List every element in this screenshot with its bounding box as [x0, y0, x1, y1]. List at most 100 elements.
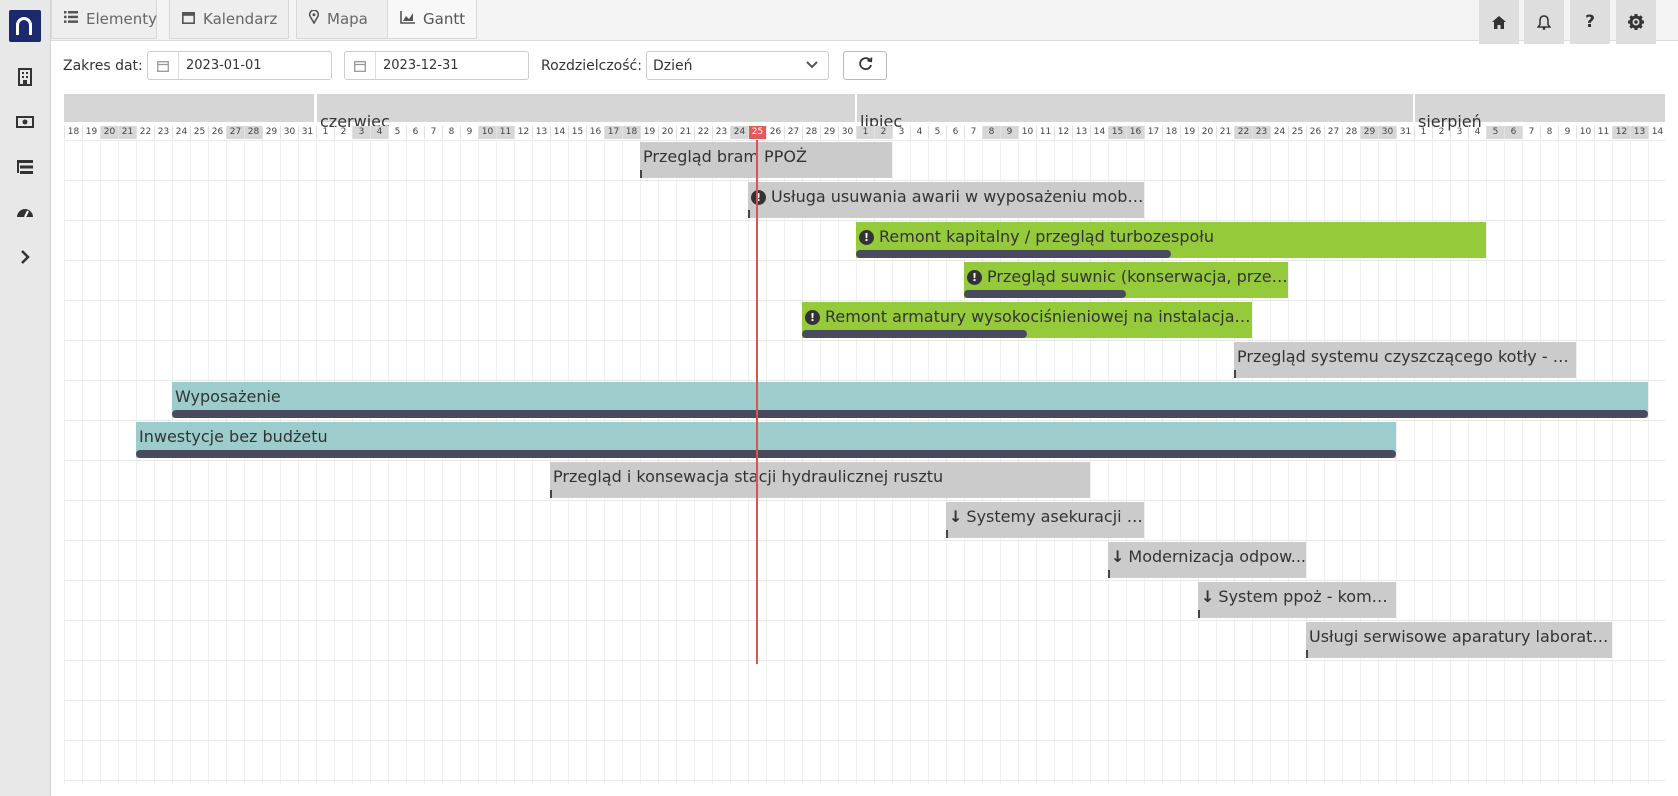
arrow-down-icon: ↓: [949, 507, 963, 526]
bell-icon[interactable]: [1524, 0, 1564, 44]
gantt-task-bar[interactable]: !Remont kapitalny / przegląd turbozespoł…: [856, 222, 1486, 258]
gantt-task-bar[interactable]: Inwestycje bez budżetu: [136, 422, 1396, 458]
tab-mapa[interactable]: Mapa: [296, 0, 388, 39]
help-icon[interactable]: ?: [1570, 0, 1610, 44]
day-cell: 9: [1000, 126, 1018, 139]
expand-chevron-icon[interactable]: [0, 237, 50, 277]
day-cell: 13: [1630, 126, 1648, 139]
grid-line: [1216, 140, 1217, 784]
day-cell: 30: [1378, 126, 1396, 139]
gantt-task-bar[interactable]: !Przegląd suwnic (konserwacja, przegląd.…: [964, 262, 1288, 298]
top-navigation: Elementy Kalendarz Mapa Gantt ?: [51, 0, 1678, 44]
tab-elementy[interactable]: Elementy: [51, 0, 157, 39]
day-cell: 6: [406, 126, 424, 139]
grid-line: [1504, 140, 1505, 784]
task-label: Remont armatury wysokociśnieniowej na in…: [825, 307, 1252, 326]
row-line: [64, 500, 1665, 501]
date-to-input[interactable]: [376, 57, 525, 74]
day-cell: 22: [136, 126, 154, 139]
gantt-task-bar[interactable]: !Remont armatury wysokociśnieniowej na i…: [802, 302, 1252, 338]
day-cell: 1: [856, 126, 874, 139]
day-cell: 11: [1036, 126, 1054, 139]
row-line: [64, 380, 1665, 381]
grid-line: [1360, 140, 1361, 784]
dashboard-gauge-icon[interactable]: [0, 192, 50, 232]
refresh-button[interactable]: [843, 51, 887, 80]
task-label: Remont kapitalny / przegląd turbozespołu: [879, 227, 1214, 246]
day-cell: 20: [100, 126, 118, 139]
day-cell: 12: [1612, 126, 1630, 139]
progress-bar: [856, 250, 1171, 258]
date-from-input[interactable]: [179, 57, 328, 74]
day-cell: 8: [1540, 126, 1558, 139]
day-cell: 27: [1324, 126, 1342, 139]
date-to-field[interactable]: [344, 51, 529, 80]
tab-kalendarz[interactable]: Kalendarz: [169, 0, 289, 39]
home-icon[interactable]: [1479, 0, 1519, 44]
task-label: Modernizacja odpow...: [1128, 547, 1306, 566]
grid-line: [1234, 140, 1235, 784]
gantt-task-bar[interactable]: Wyposażenie: [172, 382, 1648, 418]
gantt-task-bar[interactable]: ↓System ppoż - kompl...: [1198, 582, 1396, 618]
day-cell: 23: [1252, 126, 1270, 139]
calendar-icon[interactable]: [148, 52, 179, 79]
day-cell: 4: [910, 126, 928, 139]
gantt-task-bar[interactable]: Przegląd i konsewacja stacji hydrauliczn…: [550, 462, 1090, 498]
gantt-task-bar[interactable]: ↓Systemy asekuracji w...: [946, 502, 1144, 538]
grid-line: [154, 140, 155, 784]
task-label: Przegląd i konsewacja stacji hydrauliczn…: [553, 467, 944, 486]
day-cell: 30: [838, 126, 856, 139]
grid-line: [406, 140, 407, 784]
money-icon[interactable]: [0, 102, 50, 142]
grid-line: [100, 140, 101, 784]
day-cell: 12: [1054, 126, 1072, 139]
chevron-down-icon: [806, 59, 818, 72]
tree-list-icon[interactable]: [0, 147, 50, 187]
app-logo[interactable]: [9, 10, 41, 42]
task-label: Usługi serwisowe aparatury laborator...: [1309, 627, 1612, 646]
date-from-field[interactable]: [147, 51, 332, 80]
grid-line: [1432, 140, 1433, 784]
day-cell: 5: [1486, 126, 1504, 139]
grid-line: [1648, 140, 1649, 784]
gantt-task-bar[interactable]: !Usługa usuwania awarii w wyposażeniu mo…: [748, 182, 1144, 218]
tab-label: Elementy: [86, 10, 157, 28]
grid-line: [244, 140, 245, 784]
resolution-select[interactable]: Dzień: [646, 51, 829, 80]
tab-gantt[interactable]: Gantt: [387, 0, 477, 39]
gantt-task-bar[interactable]: Przegląd bram PPOŻ: [640, 142, 892, 178]
grid-line: [388, 140, 389, 784]
day-cell: 12: [514, 126, 532, 139]
settings-gear-icon[interactable]: [1616, 0, 1656, 44]
grid-line: [1450, 140, 1451, 784]
gantt-task-bar[interactable]: Przegląd systemu czyszczącego kotły - Cl…: [1234, 342, 1576, 378]
row-line: [64, 700, 1665, 701]
grid-line: [496, 140, 497, 784]
day-cell: 10: [1018, 126, 1036, 139]
arrow-down-icon: ↓: [1111, 547, 1125, 566]
gantt-task-bar[interactable]: Usługi serwisowe aparatury laborator...: [1306, 622, 1612, 658]
resolution-label: Rozdzielczość:: [541, 58, 642, 74]
day-cell: 14: [1090, 126, 1108, 139]
task-label: Inwestycje bez budżetu: [139, 427, 328, 446]
day-cell: 26: [208, 126, 226, 139]
map-pin-icon: [308, 9, 320, 28]
day-cell: 29: [820, 126, 838, 139]
day-cell: 29: [262, 126, 280, 139]
area-chart-icon: [400, 10, 415, 28]
grid-line: [424, 140, 425, 784]
arrow-down-icon: ↓: [1201, 587, 1215, 606]
grid-line: [1270, 140, 1271, 784]
task-label: System ppoż - kompl...: [1218, 587, 1396, 606]
day-cell: 7: [424, 126, 442, 139]
grid-line: [460, 140, 461, 784]
logo-mark: [16, 17, 32, 35]
grid-line: [64, 140, 65, 784]
building-icon[interactable]: [0, 57, 50, 97]
progress-marker: [748, 210, 750, 218]
day-cell: 25: [1288, 126, 1306, 139]
grid-line: [370, 140, 371, 784]
gantt-task-bar[interactable]: ↓Modernizacja odpow...: [1108, 542, 1306, 578]
calendar-icon[interactable]: [345, 52, 376, 79]
